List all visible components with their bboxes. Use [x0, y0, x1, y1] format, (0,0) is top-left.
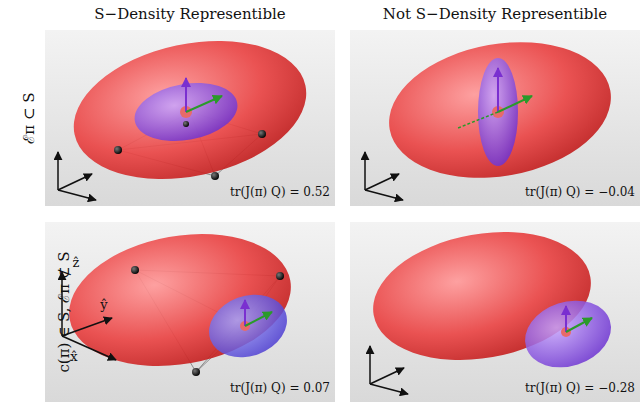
trace-value: tr(J(π) Q) = 0.07 [230, 381, 330, 395]
column-header: S−Density Representible [94, 5, 285, 23]
trace-value: tr(J(π) Q) = −0.04 [525, 185, 635, 199]
trace-value: tr(J(π) Q) = −0.28 [525, 381, 635, 395]
axis-label: ẑ [73, 255, 80, 270]
column-header: Not S−Density Representible [383, 5, 607, 23]
trace-value: tr(J(π) Q) = 0.52 [230, 185, 330, 199]
axis-label: ŷ [100, 297, 107, 312]
row-header: ℰπ ⊂ S [18, 92, 38, 143]
row-header: c(π) ∈ S, ℰπ ⊄ S [53, 251, 73, 372]
axis-label: x̂ [70, 349, 77, 364]
